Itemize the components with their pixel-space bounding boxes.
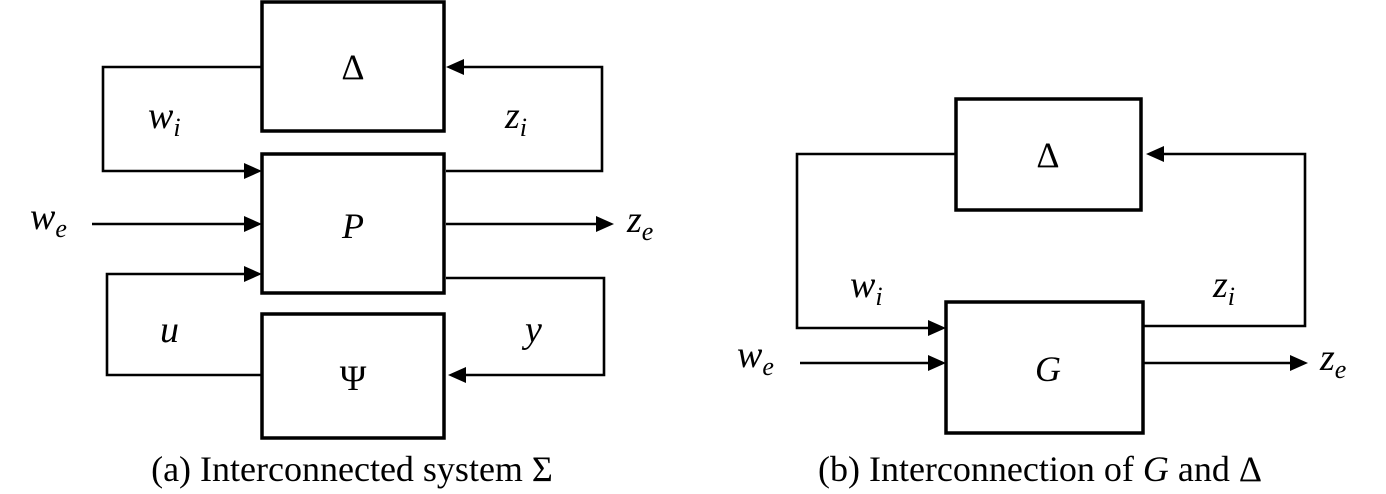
- wire-p-to-psi: [446, 276, 606, 377]
- block-delta-b: [954, 97, 1143, 212]
- signal-ze-b: ze: [1319, 337, 1346, 384]
- arrowhead: [244, 266, 262, 282]
- block-delta-b-label: Δ: [1036, 135, 1059, 175]
- arrowhead: [446, 59, 464, 75]
- arrowhead: [244, 216, 262, 232]
- block-psi: [260, 312, 446, 440]
- block-psi-label: Ψ: [340, 358, 367, 398]
- caption-a: (a) Interconnected system Σ: [151, 449, 553, 489]
- block-p: [260, 152, 446, 295]
- wire-delta-to-p: [101, 65, 262, 173]
- block-g: [944, 300, 1145, 435]
- wire-psi-to-p: [105, 272, 262, 377]
- signal-zi-b: zi: [1212, 264, 1235, 311]
- arrowhead: [244, 163, 262, 179]
- arrowhead: [928, 355, 946, 371]
- panel-b: Δ G wi zi we ze (b) Interconnection of G…: [737, 97, 1346, 489]
- arrowhead: [1146, 146, 1164, 162]
- panel-a: Δ P Ψ wi zi we ze u y (a) Interconnected…: [30, 0, 653, 489]
- block-delta-a: [260, 0, 446, 133]
- arrowhead: [596, 216, 614, 232]
- wire-g-to-delta: [1143, 152, 1307, 328]
- signal-we-a: we: [30, 196, 67, 243]
- signal-zi-a: zi: [504, 95, 527, 142]
- signal-ze-a: ze: [626, 199, 653, 246]
- arrowhead: [448, 367, 466, 383]
- signal-wi-a: wi: [148, 95, 181, 142]
- signal-we-b: we: [737, 334, 774, 381]
- wire-delta-to-g: [795, 152, 956, 330]
- signal-y: y: [521, 309, 542, 351]
- signal-wi-b: wi: [850, 264, 883, 311]
- block-p-label: P: [341, 206, 364, 246]
- arrowhead: [928, 320, 946, 336]
- wire-p-to-delta: [446, 65, 604, 173]
- signal-u: u: [160, 309, 179, 351]
- caption-b: (b) Interconnection of G and Δ: [818, 449, 1262, 489]
- block-delta-a-label: Δ: [341, 47, 364, 87]
- arrowhead: [1290, 355, 1308, 371]
- block-g-label: G: [1035, 349, 1061, 389]
